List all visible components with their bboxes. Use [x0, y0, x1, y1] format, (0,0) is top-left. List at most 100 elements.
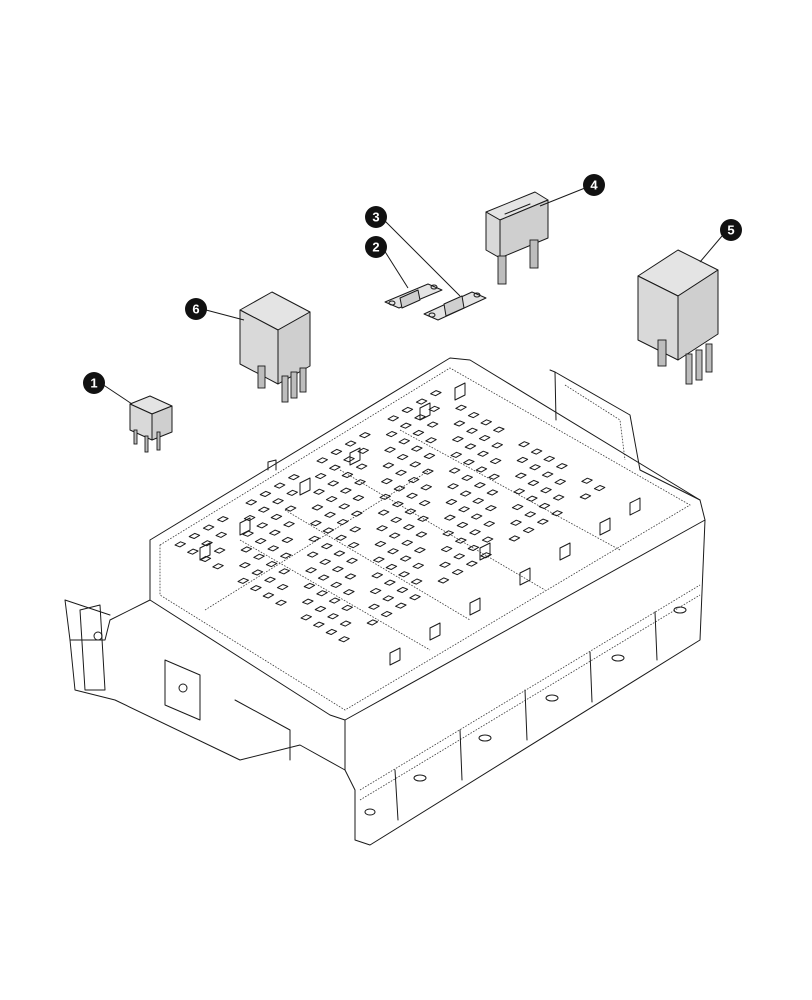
part-6-relay [239, 291, 311, 403]
socket-cell [414, 414, 426, 421]
socket-cell [513, 488, 525, 495]
socket-cell [379, 493, 391, 500]
socket-cell [483, 520, 495, 527]
socket-cell [237, 577, 249, 584]
socket-cell [481, 536, 494, 543]
socket-cell [387, 415, 399, 422]
socket-cell [316, 457, 328, 464]
socket-cell [322, 527, 335, 534]
socket-cell [317, 574, 330, 581]
socket-cell [491, 442, 503, 449]
retainer-tab [629, 497, 641, 516]
callout-5-label: 5 [727, 223, 734, 238]
socket-cell [321, 543, 333, 550]
callout-6: 6 [185, 298, 245, 321]
socket-cell [398, 571, 410, 578]
socket-cell [374, 540, 387, 548]
socket-cell [275, 599, 287, 606]
socket-cell [243, 515, 256, 522]
socket-cell [448, 467, 461, 474]
socket-cell [385, 563, 398, 571]
socket-cell [390, 516, 402, 523]
socket-cell [340, 487, 352, 494]
socket-cell [272, 498, 284, 505]
socket-cell [366, 619, 379, 626]
socket-cell [415, 531, 428, 538]
socket-cell [399, 555, 412, 562]
socket-cell [451, 569, 464, 576]
socket-cell [276, 584, 289, 591]
socket-cell [414, 547, 426, 554]
socket-cell [311, 504, 324, 511]
socket-cell [412, 562, 424, 569]
socket-cell [477, 450, 489, 457]
socket-cell [411, 445, 423, 452]
socket-cell [217, 516, 229, 523]
socket-cell [332, 566, 344, 573]
socket-cell [593, 485, 606, 492]
socket-cell [359, 432, 371, 439]
socket-cell [258, 506, 270, 513]
socket-cell [400, 422, 412, 429]
socket-cell [325, 496, 338, 503]
retainer-tab [389, 647, 401, 666]
socket-cell [346, 557, 358, 564]
socket-cell [456, 521, 469, 529]
callout-3-label: 3 [372, 210, 379, 225]
socket-cell [518, 441, 530, 448]
retainer-tab [479, 542, 491, 561]
socket-cell [380, 611, 393, 618]
socket-cell [384, 579, 396, 586]
socket-cell [458, 506, 470, 513]
socket-cell [300, 614, 312, 621]
socket-cell [459, 490, 472, 497]
socket-cell [470, 513, 483, 520]
socket-cell [201, 540, 213, 547]
socket-cell [541, 471, 554, 478]
socket-cell [382, 462, 395, 469]
retainer-tab [349, 447, 361, 466]
callout-3: 3 [365, 206, 461, 297]
socket-cell [338, 503, 350, 510]
socket-cell [529, 464, 541, 471]
socket-cell [303, 582, 316, 590]
socket-cell [259, 490, 272, 498]
socket-cell [417, 515, 429, 522]
socket-cell [398, 438, 410, 445]
socket-cell [330, 448, 343, 456]
socket-cell [428, 405, 440, 412]
socket-cell [278, 568, 290, 575]
socket-cell [480, 552, 492, 559]
socket-cell [469, 529, 481, 536]
socket-cell [265, 561, 278, 568]
callout-2-label: 2 [372, 240, 379, 255]
socket-cell [430, 390, 442, 397]
socket-cell [396, 586, 409, 594]
socket-cell [554, 478, 566, 485]
socket-cell [314, 605, 327, 613]
socket-cell [283, 521, 295, 528]
socket-cell [368, 603, 380, 610]
socket-cell [480, 419, 492, 426]
socket-cell [474, 482, 486, 489]
socket-cell [403, 524, 415, 531]
socket-cell [385, 431, 398, 438]
socket-cell [388, 532, 401, 539]
callout-1-label: 1 [90, 376, 97, 391]
socket-cell [472, 497, 484, 504]
socket-cell [581, 477, 593, 484]
socket-cell [530, 448, 543, 455]
socket-cell [551, 510, 563, 517]
socket-cell [511, 504, 524, 511]
socket-cell [324, 511, 336, 518]
socket-cell [579, 493, 592, 500]
socket-cell [199, 555, 212, 563]
socket-cell [508, 535, 521, 542]
socket-cell [463, 459, 475, 466]
socket-cell [538, 502, 551, 510]
socket-cell [510, 519, 522, 526]
socket-cell [328, 597, 341, 604]
socket-cell [251, 569, 264, 576]
socket-cell [486, 489, 499, 496]
socket-cell [527, 479, 540, 487]
